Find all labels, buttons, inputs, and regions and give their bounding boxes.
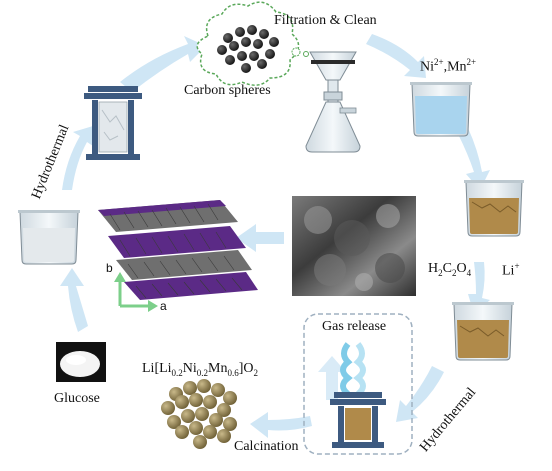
gas-release-box	[303, 313, 413, 455]
arrow-center	[236, 224, 284, 252]
autoclave-left	[84, 86, 142, 160]
arrow-top-left	[120, 36, 206, 92]
sem-image	[292, 196, 416, 296]
cycle-arrows	[60, 34, 490, 438]
filtration-label: Filtration & Clean	[274, 13, 377, 28]
crystal-structure	[98, 200, 258, 312]
product-spheres	[161, 379, 237, 449]
axis-a-label: a	[160, 299, 167, 313]
arrow-left-bottom	[60, 268, 88, 332]
product-formula-label: Li[Li0.2Ni0.2Mn0.6]O2	[142, 361, 259, 378]
carbon-spheres-label: Carbon spheres	[184, 83, 271, 98]
ions-label: Ni2+,Mn2+	[420, 57, 477, 75]
arrow-right-upper	[458, 128, 490, 190]
li-ion-label: Li+	[502, 261, 520, 279]
oxalic-acid-label: H2C2O4	[428, 261, 472, 278]
beaker-precipitate-1	[464, 180, 524, 237]
glucose-powder	[56, 342, 106, 382]
carbon-spheres-cloud	[196, 1, 309, 86]
calcination-label: Calcination	[234, 439, 299, 454]
carbon-sphere-cluster	[217, 25, 279, 73]
arrow-top-right	[366, 34, 426, 78]
gas-release-label: Gas release	[322, 319, 387, 334]
axis-b-label: b	[106, 261, 113, 275]
filtration-flask	[305, 51, 361, 153]
arrow-gas-up	[318, 356, 346, 400]
arrow-bottom-mid	[250, 412, 312, 438]
arrow-right-mid	[468, 262, 490, 314]
arrow-bottom-right	[396, 366, 444, 422]
arrow-left-top	[62, 126, 93, 190]
glucose-label: Glucose	[54, 391, 100, 406]
beaker-left	[18, 210, 80, 265]
beaker-ni-mn	[410, 82, 472, 137]
beaker-precipitate-2	[452, 302, 514, 361]
